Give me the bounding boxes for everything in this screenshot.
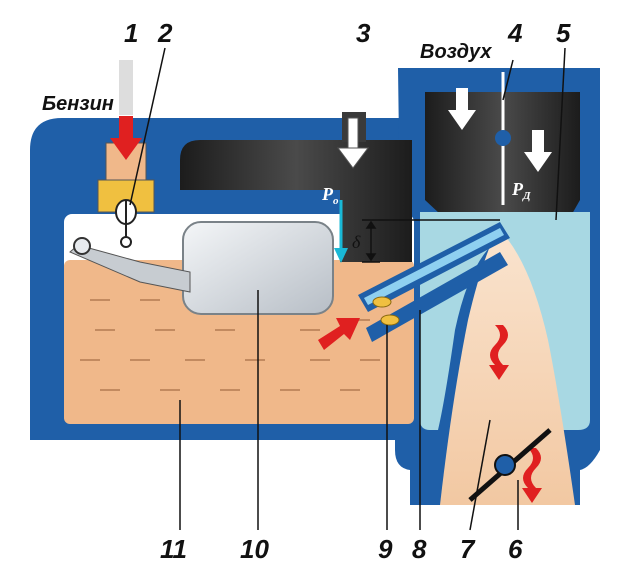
venturi-diffuser (420, 212, 590, 430)
lever-pivot (73, 237, 91, 255)
air-arrow-right (524, 130, 552, 172)
callout-10: 10 (240, 534, 269, 564)
callout-2: 2 (157, 18, 173, 48)
pd-label: PД (511, 179, 531, 202)
callout-11: 11 (160, 534, 187, 564)
fuel-flow-arrow (318, 318, 360, 350)
p0-arrow (334, 200, 348, 263)
balance-tube (180, 140, 412, 262)
air-label: Воздух (420, 41, 492, 63)
needle-valve (115, 199, 137, 248)
delta-label: δ (352, 232, 361, 252)
float-lever (69, 244, 191, 293)
fuel-label: Бензин (42, 93, 114, 115)
air-arrow-left (448, 88, 476, 130)
callout-3: 3 (356, 18, 371, 48)
callout-6: 6 (508, 534, 523, 564)
callout-9: 9 (378, 534, 393, 564)
callout-5: 5 (556, 18, 571, 48)
delta-marker (362, 219, 500, 263)
fuel-ripples (80, 299, 380, 391)
main-jet-tube (358, 222, 510, 342)
callout-8: 8 (412, 534, 427, 564)
throttle-shaft (494, 454, 516, 476)
mixture-arrows (489, 325, 542, 503)
callout-7: 7 (460, 534, 476, 564)
fuel-inlet-arrow (110, 116, 142, 160)
leader-lines (129, 47, 566, 531)
callout-1: 1 (124, 18, 138, 48)
air-arrow-3 (337, 117, 369, 169)
callout-4: 4 (507, 18, 523, 48)
jet-inlets-9 (372, 296, 400, 326)
vent-hole (495, 130, 511, 146)
p0-label: Po (321, 184, 339, 207)
